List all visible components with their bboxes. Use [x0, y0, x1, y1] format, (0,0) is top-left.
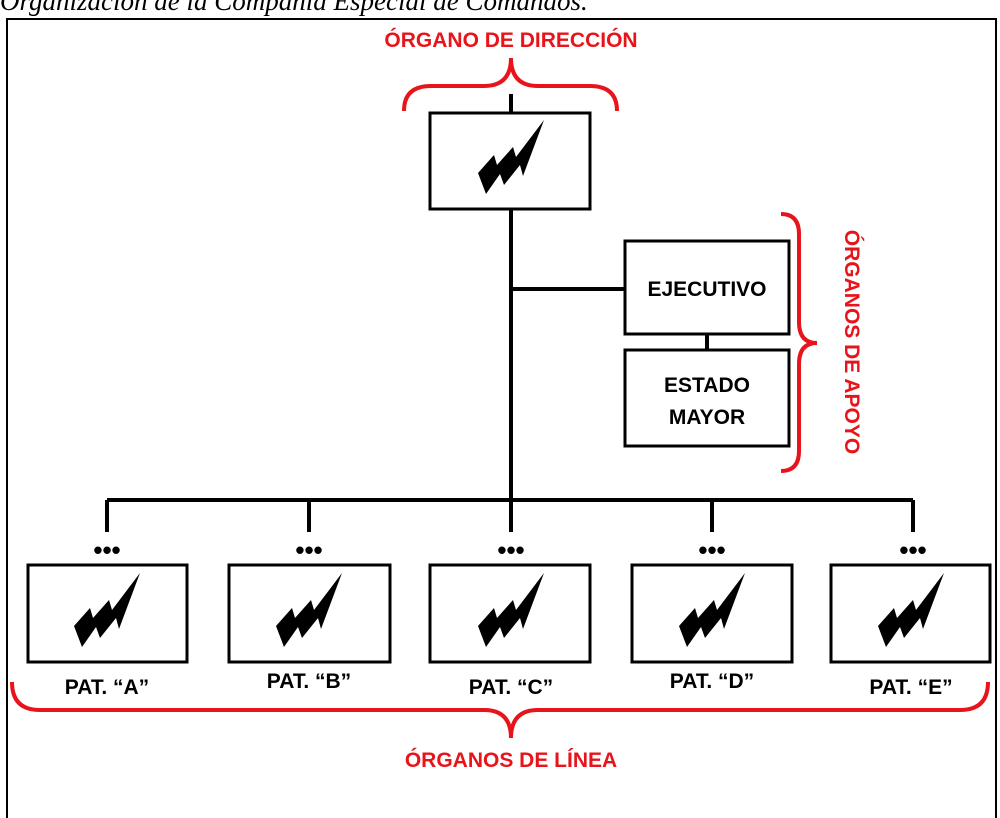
direction-bracket [402, 57, 619, 112]
staff-label-line2: MAYOR [669, 406, 745, 429]
executive-box: EJECUTIVO [623, 239, 791, 336]
direction-unit-box [428, 111, 592, 211]
patrol-ellipsis: ••• [295, 535, 322, 565]
patrol-b: ••• PAT. “B” [227, 535, 392, 693]
support-bracket [780, 212, 818, 473]
patrol-a: ••• PAT. “A” [26, 535, 189, 699]
staff-label-line1: ESTADO [664, 374, 750, 397]
support-label: ÓRGANOS DE APOYO [840, 230, 864, 454]
patrol-ellipsis: ••• [93, 535, 120, 565]
patrol-label: PAT. “A” [65, 676, 149, 699]
direction-label: ÓRGANO DE DIRECCIÓN [384, 28, 637, 52]
staff-box: ESTADO MAYOR [623, 348, 791, 448]
diagram-caption: Organización de la Compañía Especial de … [0, 0, 588, 16]
patrol-ellipsis: ••• [497, 535, 524, 565]
patrol-d: ••• PAT. “D” [630, 535, 794, 693]
line-organs-label: ÓRGANOS DE LÍNEA [405, 748, 617, 772]
patrol-ellipsis: ••• [899, 535, 926, 565]
patrol-label: PAT. “D” [670, 670, 754, 693]
org-chart: ÓRGANO DE DIRECCIÓN EJECUTIVO ESTADO MAY… [10, 28, 992, 772]
patrol-label: PAT. “E” [869, 676, 952, 699]
patrol-c: ••• PAT. “C” [428, 535, 592, 699]
executive-label: EJECUTIVO [647, 278, 766, 301]
patrol-e: ••• PAT. “E” [829, 535, 992, 699]
patrol-ellipsis: ••• [698, 535, 725, 565]
patrol-label: PAT. “C” [469, 676, 553, 699]
line-organs-bracket [10, 681, 990, 739]
patrol-label: PAT. “B” [267, 670, 351, 693]
diagram-frame [6, 18, 997, 818]
connector-lines [105, 94, 915, 532]
